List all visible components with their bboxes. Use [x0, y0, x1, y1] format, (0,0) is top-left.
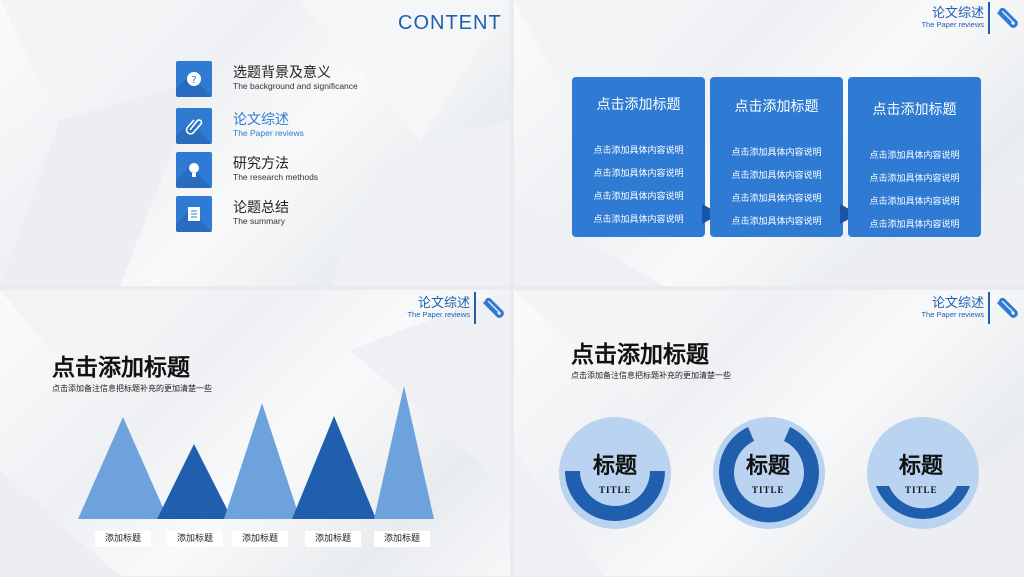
- circle-subtitle: TITLE: [752, 485, 785, 495]
- box-title: 点击添加标题: [596, 97, 681, 113]
- paperclip-icon: [185, 119, 203, 135]
- section-badge: 论文综述 The Paper reviews: [914, 0, 1024, 36]
- background-polygons: [0, 0, 510, 286]
- circle-1: [559, 417, 671, 529]
- box-line: 点击添加具体内容说明: [593, 215, 684, 225]
- badge-divider: [474, 292, 476, 324]
- slide-subtitle: 点击添加备注信息把标题补充的更加清楚一些: [571, 371, 731, 380]
- triangle-3: [224, 403, 300, 519]
- content-box[interactable]: 点击添加标题 点击添加具体内容说明 点击添加具体内容说明 点击添加具体内容说明 …: [572, 77, 705, 237]
- toc-subtitle: The summary: [233, 216, 285, 226]
- toc-item-background[interactable]: ? 选题背景及意义 The background and significanc…: [176, 61, 436, 101]
- background-polygons: [0, 290, 510, 576]
- toc-item-research-methods[interactable]: 研究方法 The research methods: [176, 152, 436, 192]
- slide-circles[interactable]: 论文综述 The Paper reviews 点击添加标题 点击添加备注信息把标…: [514, 290, 1024, 576]
- slide-three-boxes[interactable]: 论文综述 The Paper reviews 点击添加标题 点击添加具体内容说明…: [514, 0, 1024, 286]
- content-box[interactable]: 点击添加标题 点击添加具体内容说明 点击添加具体内容说明 点击添加具体内容说明 …: [848, 77, 981, 237]
- box-line: 点击添加具体内容说明: [731, 148, 822, 158]
- content-heading: CONTENT: [398, 12, 502, 34]
- section-badge: 论文综述 The Paper reviews: [400, 290, 510, 326]
- slide-title: 点击添加标题: [52, 355, 190, 381]
- content-box[interactable]: 点击添加标题 点击添加具体内容说明 点击添加具体内容说明 点击添加具体内容说明 …: [710, 77, 843, 237]
- toc-title: 论题总结: [233, 200, 289, 216]
- triangle-graphic: [78, 386, 434, 519]
- circle-graphics: [559, 417, 979, 529]
- box-line: 点击添加具体内容说明: [593, 192, 684, 202]
- slide-title: 点击添加标题: [571, 342, 709, 368]
- toc-subtitle: The research methods: [233, 172, 319, 182]
- circle-title: 标题: [593, 454, 638, 479]
- box-line: 点击添加具体内容说明: [731, 171, 822, 181]
- paperclip-icon: [482, 297, 504, 318]
- triangle-label: 添加标题: [232, 531, 288, 547]
- toc-item-paper-reviews[interactable]: 论文综述 The Paper reviews: [176, 108, 436, 148]
- toc-item-summary[interactable]: 论题总结 The summary: [176, 196, 436, 236]
- triangle-1: [78, 417, 168, 519]
- circle-title: 标题: [746, 454, 791, 479]
- toc-title: 研究方法: [233, 156, 289, 172]
- slide-subtitle: 点击添加备注信息把标题补充的更加清楚一些: [52, 384, 212, 393]
- circle-subtitle: TITLE: [905, 485, 938, 495]
- box-title: 点击添加标题: [872, 102, 957, 118]
- toc-icon-box: ?: [176, 61, 212, 97]
- box-line: 点击添加具体内容说明: [869, 220, 960, 230]
- svg-text:?: ?: [191, 75, 196, 86]
- lightbulb-icon: [189, 163, 199, 177]
- badge-subtitle: The Paper reviews: [921, 20, 984, 29]
- toc-title: 论文综述: [233, 112, 289, 128]
- toc-subtitle: The Paper reviews: [233, 128, 304, 138]
- badge-subtitle: The Paper reviews: [921, 310, 984, 319]
- box-line: 点击添加具体内容说明: [869, 197, 960, 207]
- circle-subtitle: TITLE: [599, 485, 632, 495]
- section-badge: 论文综述 The Paper reviews: [914, 290, 1024, 326]
- paperclip-icon: [996, 297, 1018, 318]
- badge-divider: [988, 292, 990, 324]
- box-line: 点击添加具体内容说明: [593, 169, 684, 179]
- box-line: 点击添加具体内容说明: [593, 146, 684, 156]
- triangle-2: [157, 444, 232, 519]
- toc-icon-box: [176, 152, 212, 188]
- box-title: 点击添加标题: [734, 99, 819, 115]
- box-line: 点击添加具体内容说明: [869, 151, 960, 161]
- document-icon: [188, 207, 200, 221]
- circle-3: [867, 417, 979, 529]
- circle-2: [713, 417, 825, 529]
- badge-title: 论文综述: [931, 6, 984, 21]
- slide-triangles[interactable]: 论文综述 The Paper reviews 点击添加标题 点击添加备注信息把标…: [0, 290, 510, 576]
- toc-title: 选题背景及意义: [233, 65, 331, 81]
- triangle-label: 添加标题: [374, 531, 430, 547]
- badge-title: 论文综述: [931, 296, 984, 311]
- badge-divider: [988, 2, 990, 34]
- triangle-label: 添加标题: [167, 531, 223, 547]
- box-line: 点击添加具体内容说明: [731, 217, 822, 227]
- box-line: 点击添加具体内容说明: [731, 194, 822, 204]
- triangle-4: [292, 416, 376, 519]
- badge-subtitle: The Paper reviews: [407, 310, 470, 319]
- toc-subtitle: The background and significance: [233, 81, 358, 91]
- question-icon: ?: [187, 72, 201, 86]
- badge-title: 论文综述: [417, 296, 470, 311]
- toc-icon-box: [176, 196, 212, 232]
- paperclip-icon: [996, 7, 1018, 28]
- triangle-5: [374, 386, 434, 519]
- slide-content[interactable]: CONTENT ? 选题背景及意义 The background and sig…: [0, 0, 510, 286]
- triangle-label: 添加标题: [305, 531, 361, 547]
- triangle-label: 添加标题: [95, 531, 151, 547]
- circle-title: 标题: [899, 454, 944, 479]
- box-line: 点击添加具体内容说明: [869, 174, 960, 184]
- toc-icon-box: [176, 108, 212, 144]
